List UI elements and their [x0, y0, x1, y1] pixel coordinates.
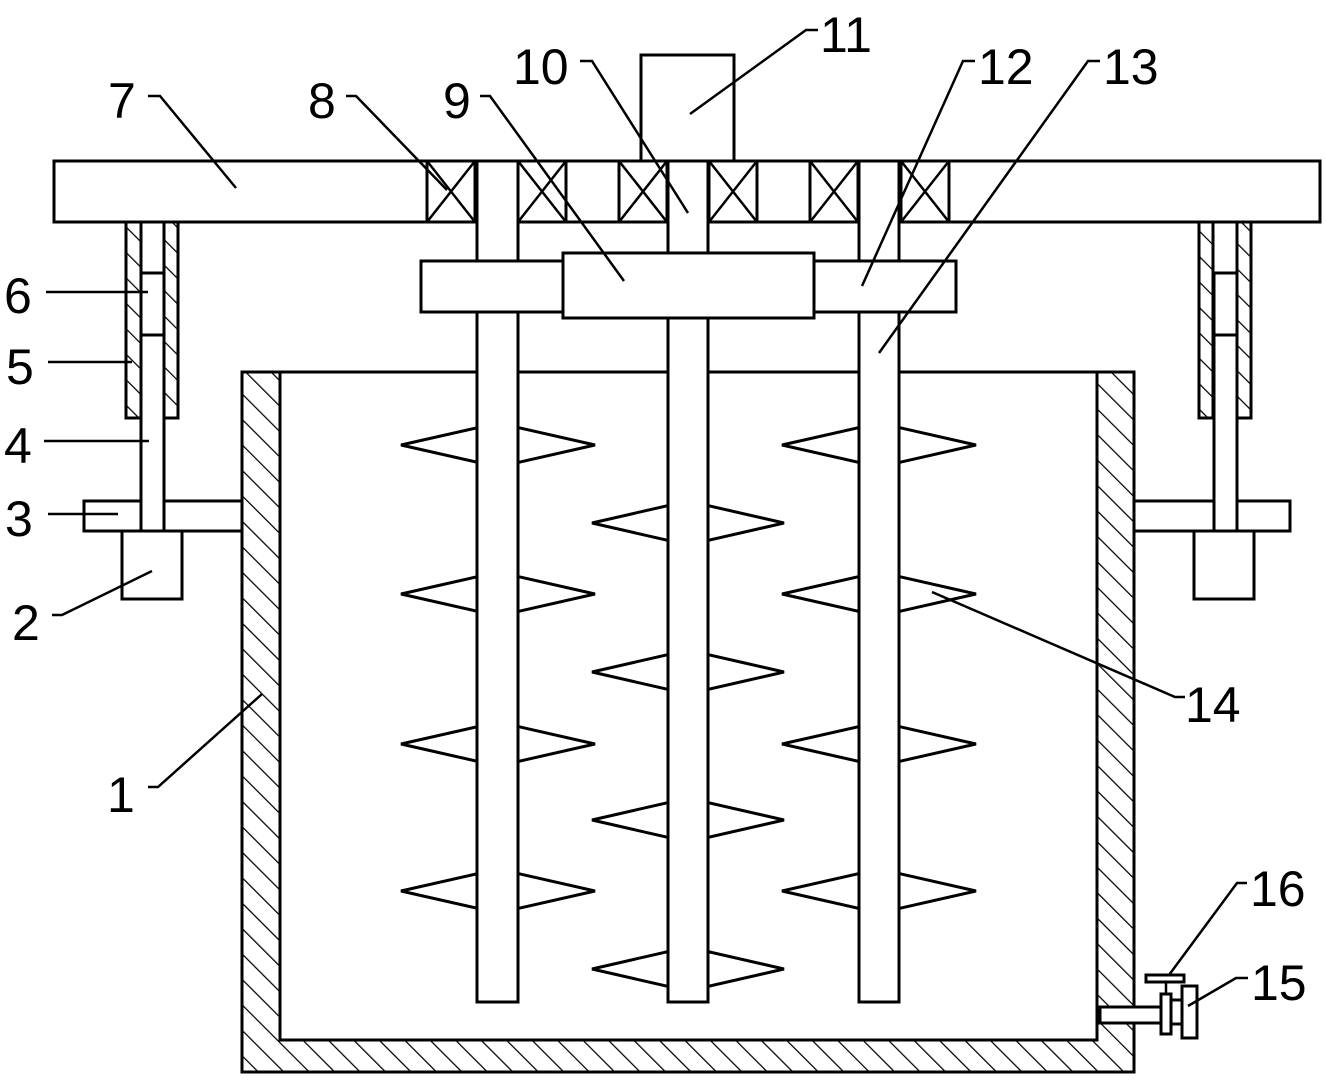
- label-11: 11: [820, 7, 872, 63]
- right-rod: [1212, 333, 1239, 533]
- label-10: 10: [513, 39, 569, 95]
- leader-14: [931, 590, 1185, 699]
- right-bracket: [1132, 499, 1292, 533]
- leader-1: [148, 693, 263, 789]
- label-14: 14: [1185, 677, 1241, 733]
- label-9: 9: [443, 73, 471, 129]
- valve-flange: [1180, 984, 1199, 1040]
- left-gear: [419, 259, 576, 314]
- center-gear: [561, 251, 816, 320]
- left-rod: [139, 333, 166, 533]
- label-7: 7: [108, 73, 136, 129]
- part-labels: 1 2 3 4 5 6 7 8 9 10 11 12 13 14 15 16: [4, 7, 1307, 1011]
- right-gear: [799, 259, 958, 314]
- right-piston: [1212, 271, 1239, 337]
- top-motor: [639, 53, 736, 163]
- right-motor: [1192, 529, 1256, 601]
- bearing: [707, 159, 759, 224]
- leader-9: [480, 94, 626, 282]
- leader-13: [877, 59, 1100, 354]
- label-13: 13: [1103, 39, 1159, 95]
- bearing: [425, 159, 477, 224]
- valve-handle: [1144, 973, 1186, 984]
- leader-10: [580, 59, 690, 214]
- label-16: 16: [1250, 861, 1306, 917]
- label-4: 4: [4, 418, 32, 474]
- left-motor: [120, 529, 184, 601]
- valve-neck: [1169, 998, 1184, 1026]
- leader-lines: [44, 28, 1248, 1008]
- tank: [240, 370, 1136, 1074]
- label-5: 5: [6, 339, 34, 395]
- leader-16: [1167, 881, 1247, 976]
- label-1: 1: [107, 767, 135, 823]
- label-3: 3: [5, 491, 33, 547]
- leader-2: [52, 569, 153, 617]
- label-2: 2: [12, 595, 40, 651]
- label-8: 8: [308, 73, 336, 129]
- left-piston: [139, 271, 166, 337]
- outlet-pipe: [1098, 1005, 1168, 1025]
- outlet-valve: [1098, 973, 1199, 1040]
- leader-7: [148, 94, 237, 189]
- leader-12: [860, 59, 975, 287]
- label-6: 6: [4, 268, 32, 324]
- label-12: 12: [978, 39, 1034, 95]
- leader-11: [689, 28, 818, 116]
- leader-15: [1187, 976, 1248, 1008]
- leader-8: [346, 94, 448, 191]
- bearing: [899, 159, 951, 224]
- bearing: [808, 159, 860, 224]
- label-15: 15: [1251, 955, 1307, 1011]
